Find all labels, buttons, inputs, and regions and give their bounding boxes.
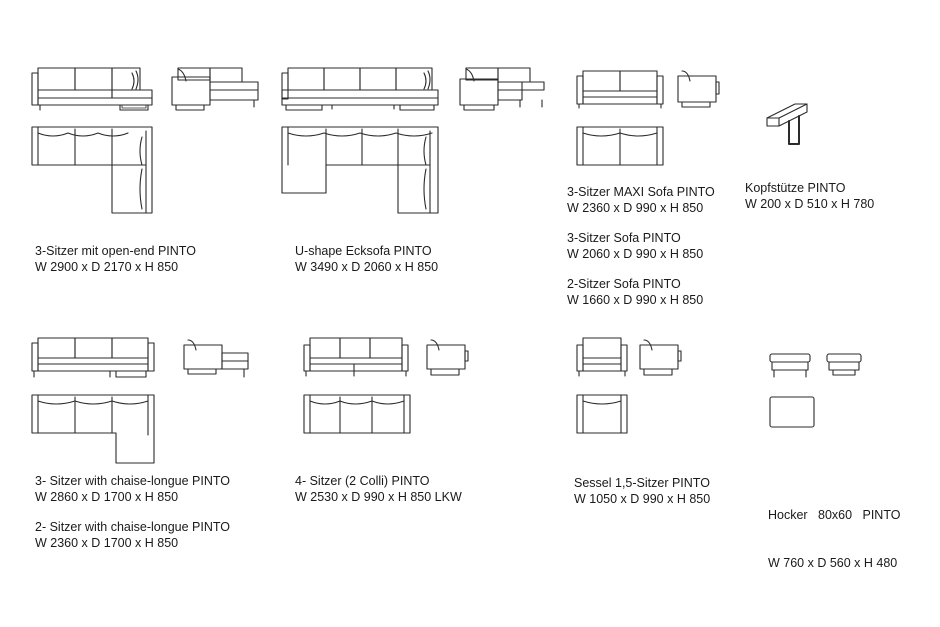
sofa-top-view-drawing — [575, 125, 665, 167]
product-name: Kopfstütze PINTO — [745, 181, 846, 195]
product-name: 2- Sitzer with chaise-longue PINTO — [35, 520, 230, 534]
product-spec-u-shape: U-shape Ecksofa PINTO W 3490 x D 2060 x … — [295, 243, 438, 275]
chaise-top-view-drawing — [30, 393, 160, 465]
product-dimensions: W 2860 x D 1700 x H 850 — [35, 490, 179, 504]
headrest-drawing — [765, 100, 815, 150]
product-name: 2-Sitzer Sofa PINTO — [567, 277, 681, 291]
product-spec-sessel: Sessel 1,5-Sitzer PINTO W 1050 x D 990 x… — [574, 475, 710, 507]
open-end-top-view-drawing — [30, 125, 155, 215]
product-spec-chaise-2: 2- Sitzer with chaise-longue PINTO W 236… — [35, 519, 230, 551]
4-sitzer-front-view-drawing — [302, 335, 412, 377]
product-spec-hocker: Hocker 80x60 PINTO W 760 x D 560 x H 480 — [768, 475, 900, 587]
u-shape-top-view-drawing — [280, 125, 440, 215]
product-name: U-shape Ecksofa PINTO — [295, 244, 432, 258]
product-spec-maxi: 3-Sitzer MAXI Sofa PINTO W 2360 x D 990 … — [567, 184, 715, 216]
product-name: Sessel 1,5-Sitzer PINTO — [574, 476, 710, 490]
4-sitzer-top-view-drawing — [302, 393, 414, 435]
hocker-top-view-drawing — [768, 395, 816, 429]
product-name: 3- Sitzer with chaise-longue PINTO — [35, 474, 230, 488]
product-dimensions: W 3490 x D 2060 x H 850 — [295, 260, 439, 274]
sofa-front-view-drawing — [575, 68, 665, 109]
product-dimensions: W 2530 x D 990 x H 850 LKW — [295, 490, 462, 504]
product-spec-open-end: 3-Sitzer mit open-end PINTO W 2900 x D 2… — [35, 243, 196, 275]
product-dimensions: W 2900 x D 2170 x H 850 — [35, 260, 179, 274]
product-dimensions: W 2360 x D 990 x H 850 — [567, 201, 704, 215]
product-dimensions: W 200 x D 510 x H 780 — [745, 197, 875, 211]
open-end-front-view-drawing — [28, 65, 158, 111]
product-name: Hocker 80x60 PINTO — [768, 508, 901, 522]
chaise-front-view-drawing — [30, 335, 160, 380]
product-dimensions: W 760 x D 560 x H 480 — [768, 556, 898, 570]
open-end-side-view-drawing — [170, 65, 262, 111]
product-name: 4- Sitzer (2 Colli) PINTO — [295, 474, 430, 488]
product-dimensions: W 1050 x D 990 x H 850 — [574, 492, 711, 506]
4-sitzer-side-view-drawing — [425, 337, 470, 377]
sofa-side-view-drawing — [676, 68, 721, 108]
u-shape-front-view-drawing — [280, 65, 440, 111]
product-spec-group-chaise: 3- Sitzer with chaise-longue PINTO W 286… — [35, 473, 230, 565]
product-spec-chaise-3: 3- Sitzer with chaise-longue PINTO W 286… — [35, 473, 230, 505]
product-spec-3-sitzer: 3-Sitzer Sofa PINTO W 2060 x D 990 x H 8… — [567, 230, 715, 262]
sessel-front-view-drawing — [575, 335, 630, 377]
product-dimensions: W 2060 x D 990 x H 850 — [567, 247, 704, 261]
product-spec-4-sitzer: 4- Sitzer (2 Colli) PINTO W 2530 x D 990… — [295, 473, 462, 505]
product-spec-kopfstuetze: Kopfstütze PINTO W 200 x D 510 x H 780 — [745, 180, 874, 212]
chaise-side-view-drawing — [182, 337, 252, 379]
product-spec-2-sitzer: 2-Sitzer Sofa PINTO W 1660 x D 990 x H 8… — [567, 276, 715, 308]
product-name: 3-Sitzer mit open-end PINTO — [35, 244, 196, 258]
hocker-side-view-drawing — [825, 352, 865, 378]
product-spec-group-sofas: 3-Sitzer MAXI Sofa PINTO W 2360 x D 990 … — [567, 184, 715, 322]
u-shape-side-view-drawing — [458, 65, 548, 111]
product-dimensions: W 1660 x D 990 x H 850 — [567, 293, 704, 307]
product-name: 3-Sitzer Sofa PINTO — [567, 231, 681, 245]
product-name: 3-Sitzer MAXI Sofa PINTO — [567, 185, 715, 199]
sessel-top-view-drawing — [575, 393, 630, 435]
product-dimensions: W 2360 x D 1700 x H 850 — [35, 536, 179, 550]
sessel-side-view-drawing — [638, 337, 683, 377]
hocker-front-view-drawing — [768, 352, 813, 378]
